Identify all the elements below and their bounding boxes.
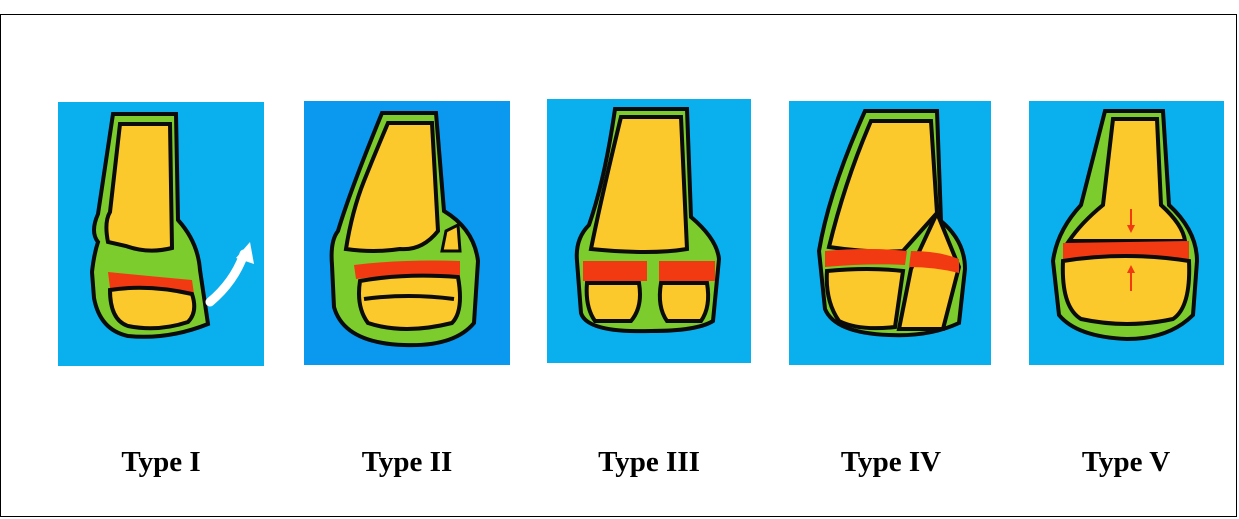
type-3-label: Type III: [546, 446, 752, 478]
type-4-illustration: [789, 101, 991, 365]
type-2-label: Type II: [304, 446, 510, 478]
type-3-illustration: [547, 99, 751, 363]
type-2-illustration: [304, 101, 510, 365]
type-4-label: Type IV: [788, 446, 994, 478]
type-1-illustration: [58, 102, 264, 366]
type-5-label: Type V: [1023, 446, 1229, 478]
type-1-label: Type I: [58, 446, 264, 478]
type-5-illustration: [1029, 101, 1224, 365]
